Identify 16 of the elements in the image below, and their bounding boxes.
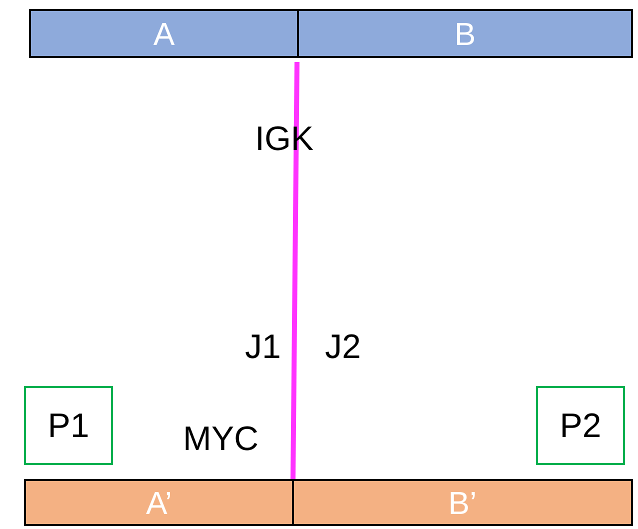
gene-label: MYC bbox=[183, 422, 259, 456]
segment-label: A’ bbox=[146, 486, 172, 518]
segment-label: A bbox=[153, 18, 175, 50]
chromosome-bar bbox=[24, 479, 294, 526]
segment-label: P2 bbox=[560, 408, 602, 442]
chromosome-bar bbox=[297, 9, 633, 58]
breakpoint-line bbox=[290, 62, 300, 480]
segment-label: P1 bbox=[48, 408, 90, 442]
gene-label: J1 bbox=[245, 330, 281, 364]
probe-box bbox=[24, 386, 113, 465]
chromosome-bar bbox=[292, 479, 633, 526]
chromosome-bar bbox=[29, 9, 299, 58]
segment-label: B bbox=[454, 18, 476, 50]
segment-label: B’ bbox=[448, 486, 477, 518]
probe-box bbox=[536, 386, 625, 465]
gene-label: J2 bbox=[325, 330, 361, 364]
